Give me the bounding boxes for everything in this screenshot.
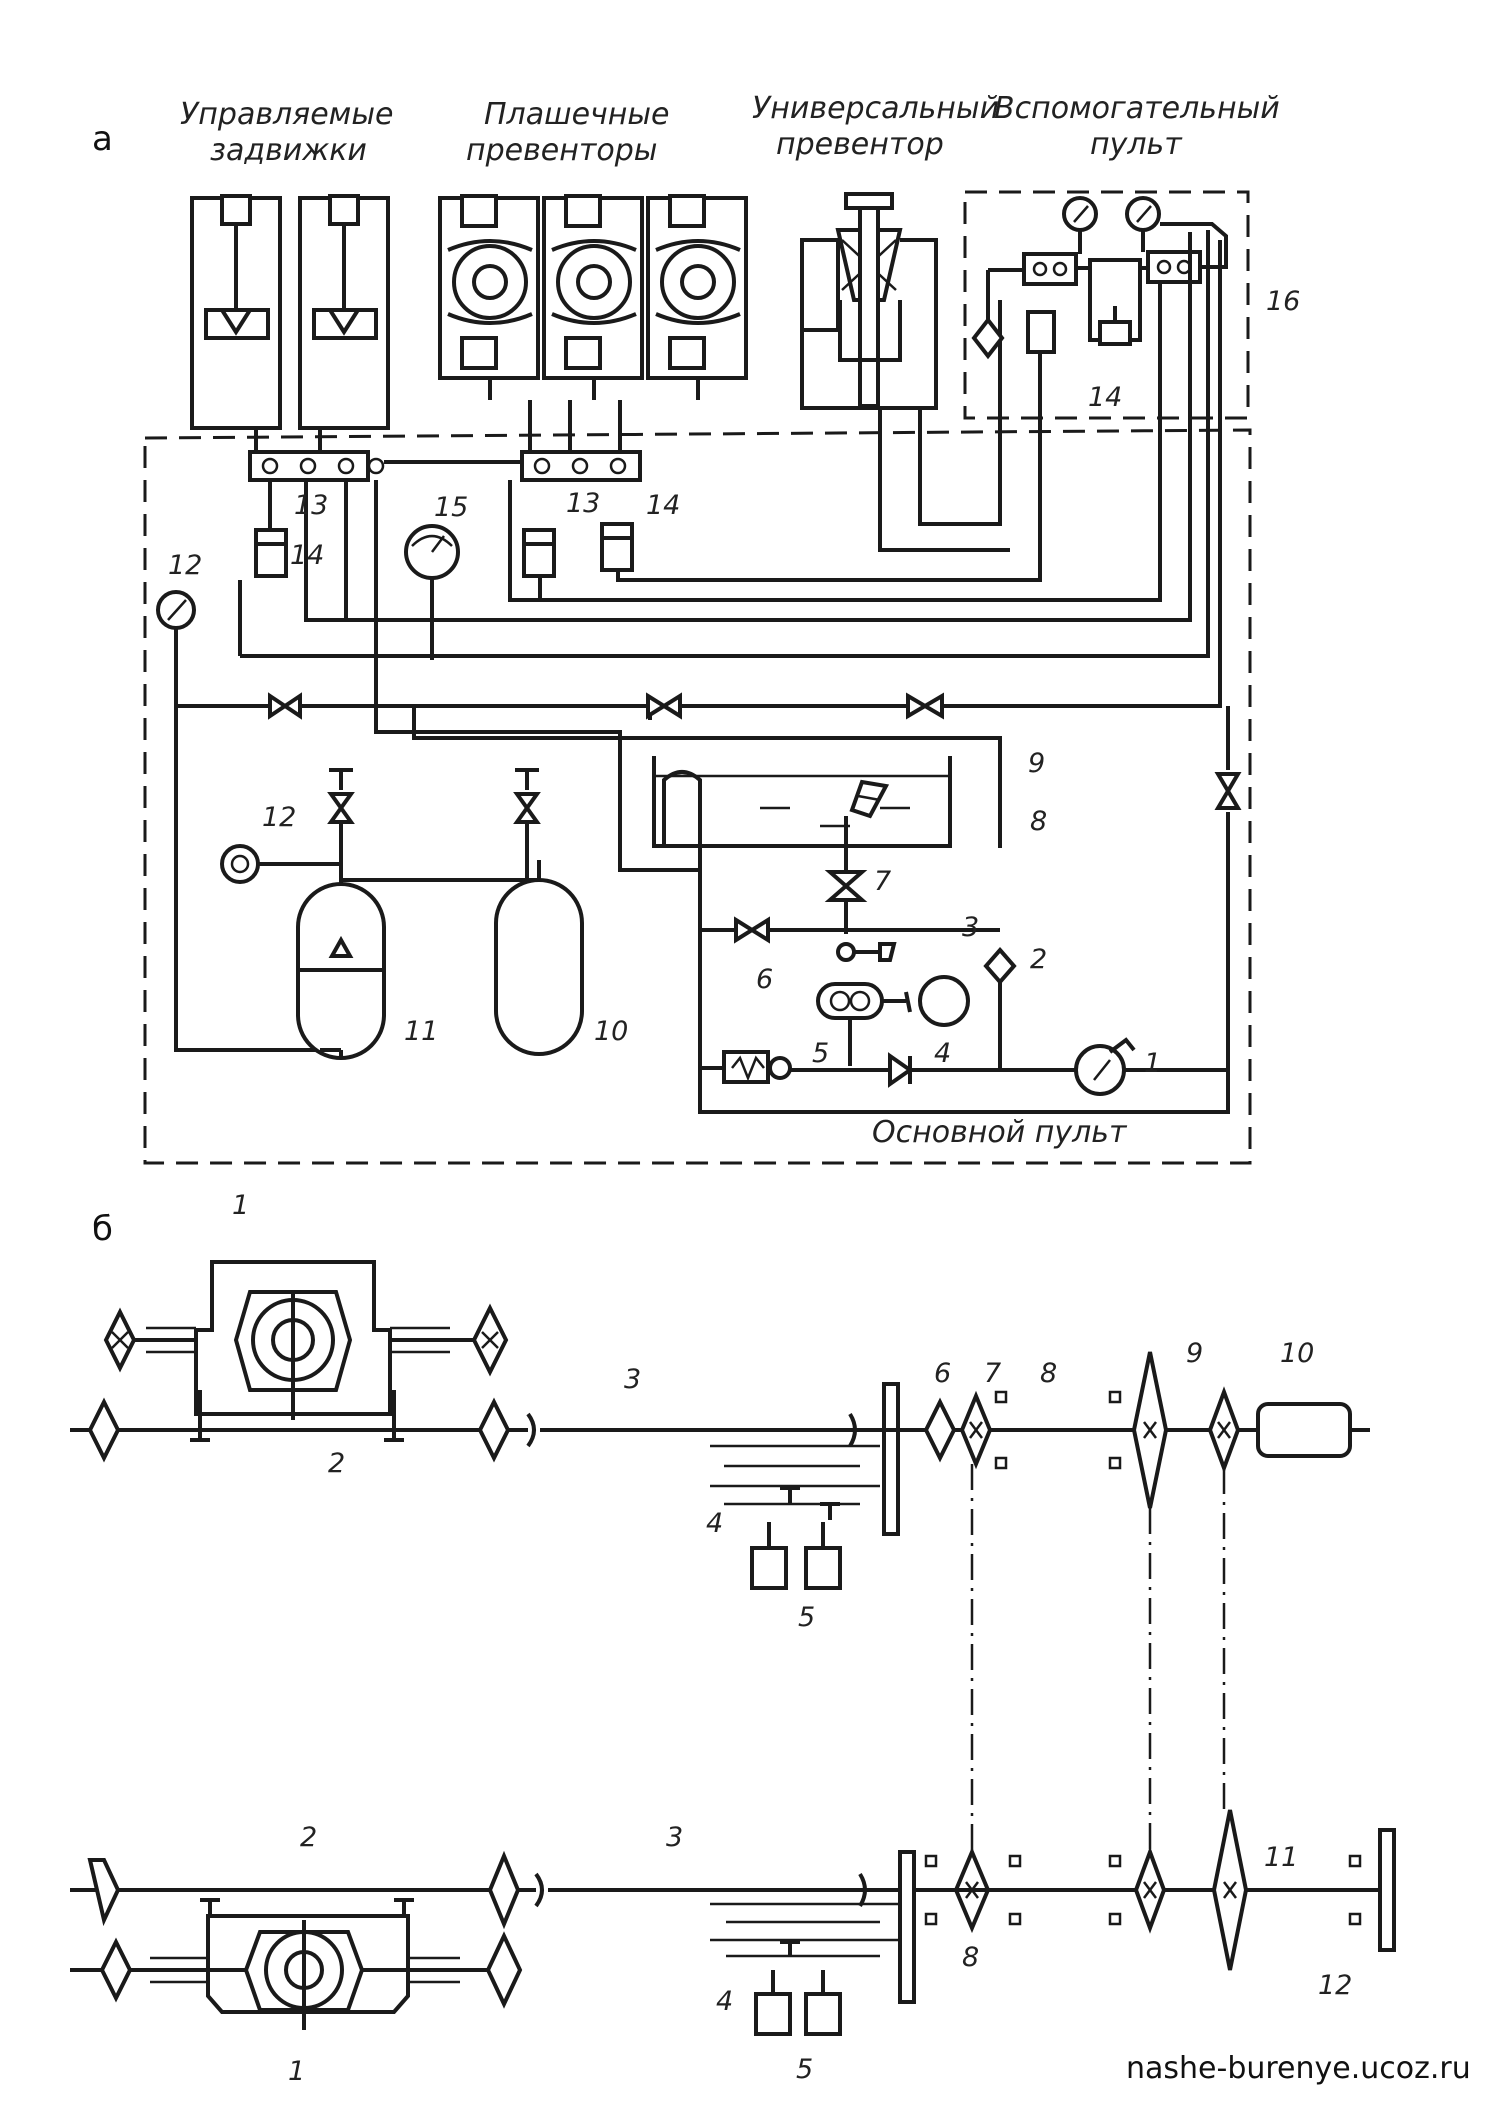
- callout-a-14-left: 14: [290, 540, 324, 571]
- upper-shaft-line: [70, 1351, 1370, 1536]
- controlled-gate-2: [298, 194, 390, 460]
- header-universal-line2: превентор: [776, 127, 944, 162]
- accumulator-10: [494, 860, 584, 1056]
- callout-a-10: 10: [594, 1016, 628, 1047]
- callout-a-14-mid: 14: [646, 490, 680, 521]
- valve-14-mid-a: [522, 528, 556, 578]
- callout-b-top-2: 2: [328, 1448, 345, 1479]
- ram-preventer-3: [618, 194, 748, 460]
- callout-a-11: 11: [404, 1016, 438, 1047]
- callout-a-13-right: 13: [566, 488, 600, 519]
- universal-preventer: [800, 192, 1010, 552]
- manifold-13-left: [248, 450, 385, 482]
- valve-vertical-right: [1214, 772, 1242, 810]
- callout-b-top-6: 6: [934, 1358, 951, 1389]
- valve-horizontal-2: [646, 692, 682, 720]
- valve-horizontal-1: [268, 692, 302, 720]
- drawworks-lower: [70, 1898, 523, 2030]
- header-universal-line1: Универсальный: [752, 91, 999, 126]
- callout-b-top-3: 3: [624, 1364, 641, 1395]
- ram-preventer-1: [438, 194, 540, 460]
- callout-a-16: 16: [1266, 286, 1300, 317]
- callout-a-8: 8: [1030, 806, 1047, 837]
- callout-b-top-9: 9: [1186, 1338, 1203, 1369]
- callout-a-14-aux: 14: [1088, 382, 1122, 413]
- header-rams-line1: Плашечные: [484, 97, 670, 132]
- drawworks-upper: [103, 1260, 509, 1442]
- accumulator-valves: [327, 768, 541, 884]
- controlled-gate-1: [190, 194, 282, 460]
- header-aux-line1: Вспомогательный: [994, 91, 1280, 126]
- callout-a-4: 4: [934, 1038, 951, 1069]
- header-aux-line2: пульт: [1090, 127, 1183, 162]
- gauge-15: [404, 524, 460, 660]
- callout-b-bottom-11: 11: [1264, 1842, 1298, 1873]
- callout-b-top-4: 4: [706, 1508, 723, 1539]
- accumulator-11: [296, 882, 386, 1060]
- callout-a-6: 6: [756, 964, 773, 995]
- main-panel-label: Основной пульт: [872, 1115, 1128, 1150]
- header-rams-line2: превенторы: [466, 133, 657, 168]
- manifold-13-right: [520, 450, 642, 482]
- check-valve-4: [888, 1052, 914, 1088]
- callout-b-top-5: 5: [798, 1602, 815, 1633]
- callout-a-1: 1: [1144, 1048, 1161, 1079]
- header-gates-line1: Управляемые: [180, 97, 393, 132]
- callout-a-7: 7: [874, 866, 891, 897]
- lower-oil-bath: [710, 1902, 900, 2036]
- aux-panel-elements: [971, 196, 1228, 360]
- section-b-marker: б: [92, 1209, 113, 1249]
- callout-a-15: 15: [434, 492, 468, 523]
- callout-b-top-1: 1: [232, 1190, 249, 1221]
- callout-b-bottom-2: 2: [300, 1822, 317, 1853]
- gauge-12-upper: [156, 590, 196, 706]
- ram-preventer-2: [542, 194, 644, 460]
- relief-valve-5: [698, 1030, 792, 1084]
- valve-14-left: [254, 480, 288, 578]
- callout-b-bottom-4: 4: [716, 1986, 733, 2017]
- bypass-valve: [700, 916, 1000, 944]
- motor-pump-1: [1074, 1037, 1136, 1096]
- callout-a-12-lower: 12: [262, 802, 296, 833]
- pipe-network-a: [174, 230, 1230, 1114]
- aux-panel-boundary: [963, 190, 1250, 420]
- valve-horizontal-3: [906, 692, 944, 720]
- callout-b-bottom-1: 1: [288, 2056, 305, 2087]
- callout-b-bottom-5: 5: [796, 2054, 813, 2085]
- callout-a-12-upper: 12: [168, 550, 202, 581]
- valve-14-mid-b: [600, 522, 634, 572]
- callout-a-13-left: 13: [294, 490, 328, 521]
- valve-7: [824, 870, 868, 934]
- main-panel-boundary: [143, 428, 1252, 1165]
- callout-a-5: 5: [812, 1038, 829, 1069]
- callout-b-bottom-3: 3: [666, 1822, 683, 1853]
- watermark: nashe-burenye.ucoz.ru: [1126, 2051, 1471, 2086]
- lower-shaft-line: [70, 1809, 1396, 2004]
- header-gates-line2: задвижки: [210, 133, 367, 168]
- section-a-marker: а: [92, 119, 113, 159]
- callout-b-top-8: 8: [1040, 1358, 1057, 1389]
- tank-8: [652, 756, 952, 870]
- pump-assembly: [816, 942, 1017, 1070]
- callout-a-3: 3: [962, 912, 979, 943]
- callout-b-bottom-8: 8: [962, 1942, 979, 1973]
- callout-a-2: 2: [1030, 944, 1047, 975]
- callout-b-top-7: 7: [984, 1358, 1001, 1389]
- gauge-12-lower: [220, 844, 341, 884]
- callout-b-bottom-12: 12: [1318, 1970, 1352, 2001]
- callout-a-9: 9: [1028, 748, 1045, 779]
- upper-oil-bath: [710, 1444, 880, 1590]
- callout-b-top-10: 10: [1280, 1338, 1314, 1369]
